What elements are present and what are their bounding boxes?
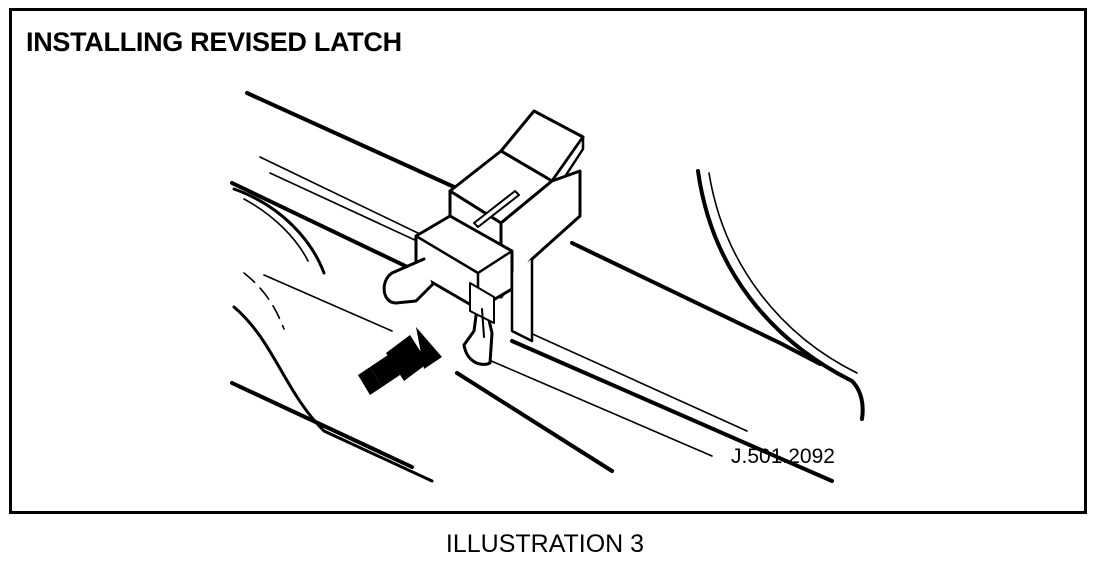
latch-slot (473, 190, 520, 228)
panel-lower-curve (232, 305, 434, 483)
panel-top-edge-right (570, 241, 822, 366)
drawing-reference-code: J.501.2092 (731, 445, 835, 468)
door-contour-inner (708, 172, 858, 374)
latch-clip-detail (469, 282, 495, 338)
figure-title: INSTALLING REVISED LATCH (26, 27, 402, 57)
illustration-caption: ILLUSTRATION 3 (445, 530, 645, 558)
arrow-shaft-3 (358, 367, 382, 395)
revised-latch (382, 109, 585, 366)
panel-top-edge (245, 91, 476, 198)
panel-base-line (455, 371, 614, 473)
panel-mid-edge (230, 181, 422, 275)
latch-clip-left (382, 257, 434, 305)
panel-fold-line-2 (269, 172, 418, 242)
panel-fold-line (259, 156, 423, 236)
panel-lower-edge (263, 274, 393, 332)
latch-leg (510, 257, 534, 343)
latch-drawing (230, 91, 865, 483)
panel-sweep-outer (232, 187, 326, 275)
illustration-frame: INSTALLING REVISED LATCH (9, 8, 1087, 514)
arrow-shaft-1 (386, 335, 428, 381)
insert-direction-arrow-icon (358, 327, 442, 395)
door-contour-outer (696, 169, 865, 421)
panel-base-line-3 (516, 326, 748, 432)
panel-base-line-2 (481, 356, 713, 457)
trim-panel (230, 91, 865, 483)
panel-lower-curve-inner (243, 272, 285, 330)
arrow-shaft-2 (370, 355, 400, 387)
panel-bottom-edge (230, 381, 414, 469)
panel-right-rail (510, 339, 834, 483)
panel-sweep-inner (243, 198, 309, 262)
